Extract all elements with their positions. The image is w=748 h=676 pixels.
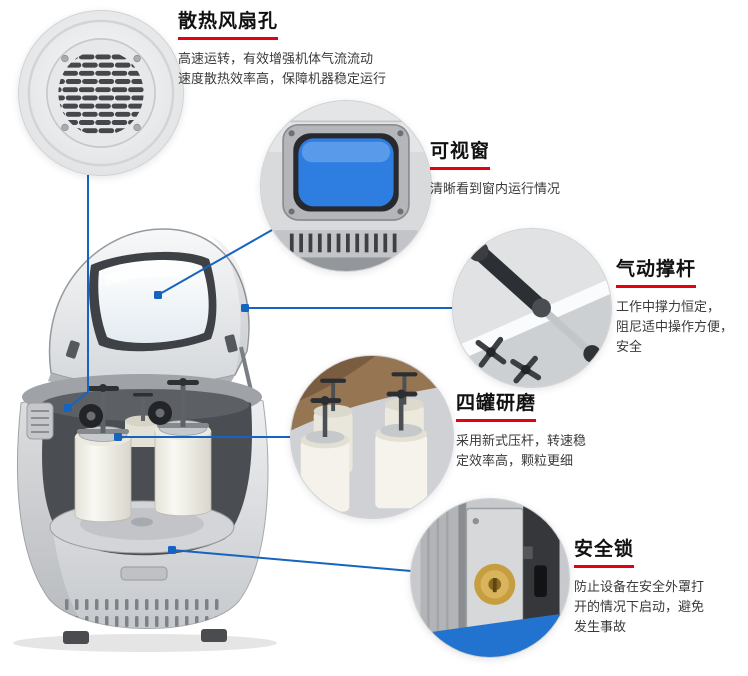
callout-viewing-window-desc: 清晰看到窗内运行情况 [430,181,561,196]
callout-fan-hole-desc: 高速运转，有效增强机体气流流动 速度散热效率高，保障机器稳定运行 [178,51,387,87]
callout-four-jar-grinding: 四罐研磨 采用新式压杆，转速稳 定效率高，颗粒更细 [456,388,614,471]
foot-right [201,629,227,642]
gas-strut-photo-circle [452,228,612,388]
callout-four-jar-grinding-desc: 采用新式压杆，转速稳 定效率高，颗粒更细 [456,433,587,469]
callout-fan-hole-title: 散热风扇孔 [178,6,279,40]
machine-photo [13,228,277,652]
callout-viewing-window-title: 可视窗 [430,136,491,170]
callout-gas-strut: 气动撑杆 工作中撑力恒定， 阻尼适中操作方便， 安全 [616,254,746,357]
grinding-jar-left [74,384,132,523]
callout-safety-lock-desc: 防止设备在安全外罩打 开的情况下启动，避免 发生事故 [574,579,705,635]
grinding-jars-icon [291,356,453,518]
callout-fan-hole: 散热风扇孔 高速运转，有效增强机体气流流动 速度散热效率高，保障机器稳定运行 [178,6,410,89]
clamp-handwheels [79,401,172,428]
side-vent [26,402,54,440]
callout-four-jar-grinding-title: 四罐研磨 [456,388,537,422]
safety-lock-icon [411,499,569,657]
fan-hole-photo-circle [18,10,184,176]
callout-viewing-window: 可视窗 清晰看到窗内运行情况 [430,136,615,199]
bottom-vent-grille [63,597,225,629]
dome-cover [48,228,250,394]
callout-gas-strut-desc: 工作中撑力恒定， 阻尼适中操作方便， 安全 [616,299,734,355]
grinding-jars-photo-circle [290,355,454,519]
viewing-window-icon [261,101,431,271]
gas-strut-icon [453,229,611,387]
foot-left [63,631,89,644]
cooling-fan-grille-icon [19,11,183,175]
callout-safety-lock: 安全锁 防止设备在安全外罩打 开的情况下启动，避免 发生事故 [574,534,742,637]
machine-shadow [13,634,277,652]
safety-lock-photo-circle [410,498,570,658]
callout-safety-lock-title: 安全锁 [574,534,635,568]
grinding-jar-right [154,378,212,517]
dome-strut [239,346,254,396]
callout-gas-strut-title: 气动撑杆 [616,254,697,288]
viewing-window-photo-circle [260,100,432,272]
